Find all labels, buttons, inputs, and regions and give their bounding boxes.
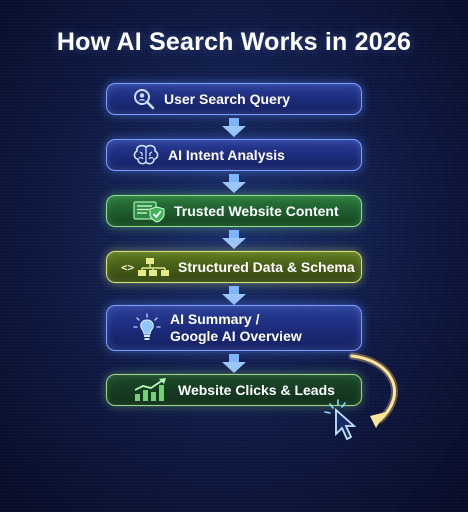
- down-arrow-icon: [222, 286, 246, 305]
- step-label-line-1: AI Summary /: [170, 311, 260, 328]
- step-structured-data-schema: <> Structured Data & Schema: [106, 251, 362, 283]
- step-user-search-query: User Search Query: [106, 83, 362, 115]
- svg-text:<>: <>: [121, 261, 135, 274]
- magnifier-user-icon: [133, 88, 155, 110]
- step-trusted-website-content: Trusted Website Content: [106, 195, 362, 227]
- curved-arrow-icon: [348, 352, 398, 428]
- growth-chart-icon: [133, 378, 169, 402]
- brain-icon: [133, 144, 159, 166]
- step-label: Website Clicks & Leads: [178, 381, 335, 398]
- step-website-clicks-leads: Website Clicks & Leads: [106, 374, 362, 406]
- step-label: User Search Query: [164, 90, 291, 107]
- down-arrow-icon: [222, 118, 246, 137]
- down-arrow-icon: [222, 354, 246, 373]
- step-ai-intent-analysis: AI Intent Analysis: [106, 139, 362, 171]
- step-label: AI Intent Analysis: [168, 146, 285, 163]
- down-arrow-icon: [222, 174, 246, 193]
- step-label: AI Summary / Google AI Overview: [170, 311, 302, 345]
- diagram-title: How AI Search Works in 2026: [56, 28, 412, 56]
- lightbulb-icon: [133, 313, 161, 343]
- step-label: Trusted Website Content: [174, 202, 339, 219]
- shield-document-icon: [133, 199, 165, 223]
- down-arrow-icon: [222, 230, 246, 249]
- mouse-cursor-icon: [324, 399, 357, 441]
- step-ai-summary: AI Summary / Google AI Overview: [106, 305, 362, 351]
- step-label: Structured Data & Schema: [178, 258, 355, 275]
- schema-tree-icon: <>: [121, 256, 169, 278]
- step-label-line-2: Google AI Overview: [170, 328, 302, 344]
